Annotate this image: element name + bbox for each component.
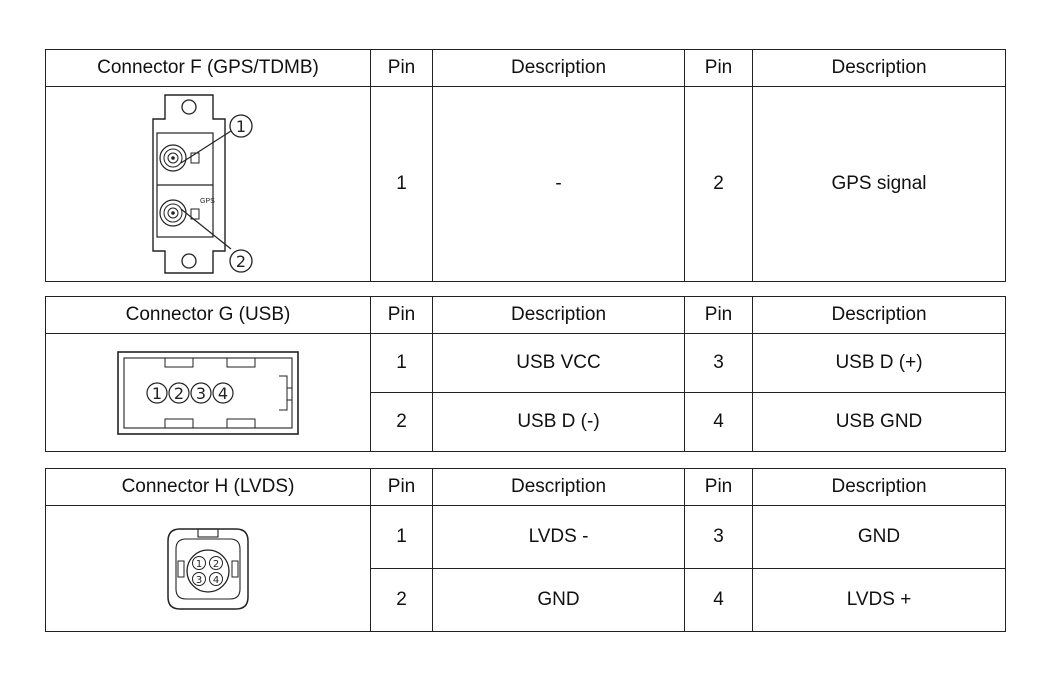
pin-number: 4 [218, 384, 228, 403]
pin-number: 1 [196, 559, 202, 570]
description-cell: LVDS + [752, 568, 1006, 632]
description-cell: GPS signal [752, 86, 1006, 282]
gps-label: GPS [200, 198, 215, 205]
connector-f-table: Connector F (GPS/TDMB) Pin Description P… [45, 49, 1006, 282]
lvds-connector-icon: 1 2 3 4 [167, 527, 249, 610]
connector-h-table: Connector H (LVDS) Pin Description Pin D… [45, 468, 1006, 632]
pin-cell: 3 [684, 333, 753, 393]
connector-h-diagram: 1 2 3 4 [45, 505, 371, 632]
connector-g-diagram: 1 2 3 4 [45, 333, 371, 452]
gps-connector-icon: GPS 1 2 [152, 94, 253, 274]
description-cell: USB VCC [432, 333, 685, 393]
table-row: GPS 1 2 1 - 2 GPS signal [45, 86, 1006, 282]
description-header: Description [752, 468, 1006, 506]
description-cell: USB GND [752, 392, 1006, 452]
connector-f-title: Connector F (GPS/TDMB) [45, 49, 371, 87]
table-row: 2 GND 4 LVDS + [46, 568, 1006, 632]
connector-g-table: Connector G (USB) Pin Description Pin De… [45, 296, 1006, 452]
pin-cell: 4 [684, 392, 753, 452]
description-header: Description [432, 49, 685, 87]
pin-cell: 2 [684, 86, 753, 282]
description-cell: USB D (+) [752, 333, 1006, 393]
pin-header: Pin [370, 49, 433, 87]
table-row: 1 2 3 4 1 USB VCC 3 USB D (+) [45, 333, 1006, 452]
pin-cell: 4 [684, 568, 753, 632]
table-row: 1 2 3 4 1 LVDS - 3 GND [45, 505, 1006, 632]
description-header: Description [432, 468, 685, 506]
pin-number: 2 [174, 384, 184, 403]
usb-connector-icon: 1 2 3 4 [117, 350, 299, 435]
table-row: 2 USB D (-) 4 USB GND [46, 392, 1006, 452]
description-cell: USB D (-) [432, 392, 685, 452]
pin-callout: 1 [236, 117, 246, 136]
pin-header: Pin [684, 468, 753, 506]
description-header: Description [432, 296, 685, 334]
pin-cell: 1 [370, 333, 433, 393]
pin-header: Pin [370, 296, 433, 334]
pin-cell: 1 [370, 505, 433, 569]
pin-cell: 1 [370, 86, 433, 282]
pin-callout: 2 [236, 252, 246, 271]
description-cell: LVDS - [432, 505, 685, 569]
header-row: Connector G (USB) Pin Description Pin De… [45, 296, 1006, 334]
description-cell: GND [432, 568, 685, 632]
pin-number: 3 [196, 384, 206, 403]
pin-header: Pin [684, 49, 753, 87]
pin-number: 2 [213, 559, 219, 570]
connector-f-diagram: GPS 1 2 [45, 86, 371, 282]
header-row: Connector H (LVDS) Pin Description Pin D… [45, 468, 1006, 506]
pin-number: 3 [196, 575, 202, 586]
description-cell: GND [752, 505, 1006, 569]
description-cell: - [432, 86, 685, 282]
description-header: Description [752, 49, 1006, 87]
pin-cell: 3 [684, 505, 753, 569]
connector-h-title: Connector H (LVDS) [45, 468, 371, 506]
header-row: Connector F (GPS/TDMB) Pin Description P… [45, 49, 1006, 87]
pin-header: Pin [370, 468, 433, 506]
pin-number: 1 [152, 384, 162, 403]
description-header: Description [752, 296, 1006, 334]
pin-cell: 2 [370, 392, 433, 452]
pin-header: Pin [684, 296, 753, 334]
pin-cell: 2 [370, 568, 433, 632]
connector-g-title: Connector G (USB) [45, 296, 371, 334]
pin-number: 4 [213, 575, 219, 586]
